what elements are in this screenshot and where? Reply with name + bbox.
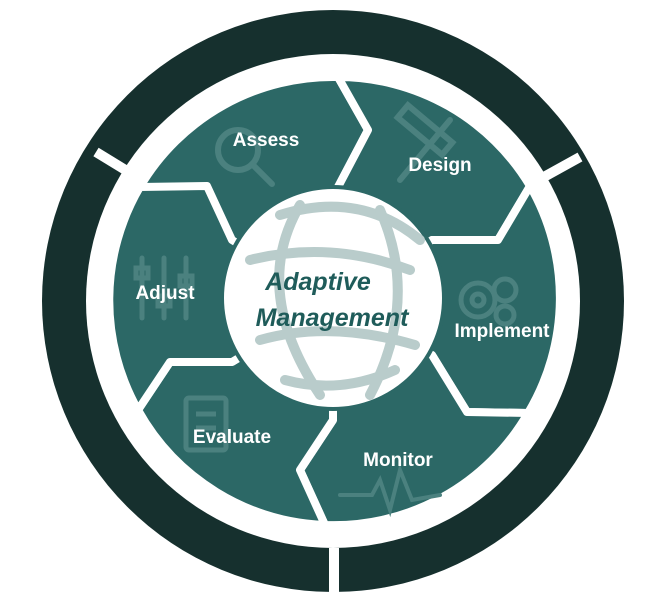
segment-label-implement: Implement — [454, 321, 550, 342]
ruler-pencil-icon — [393, 101, 457, 183]
magnifier-icon — [215, 127, 275, 187]
gears-icon — [458, 276, 519, 327]
segment-implement — [329, 182, 564, 417]
ring-divider-plan-do — [521, 152, 583, 193]
segment-label-design: Design — [408, 155, 471, 176]
center-title-line2: Management — [256, 304, 410, 332]
globe-icon — [245, 200, 425, 400]
clipboard-icon — [183, 395, 229, 453]
sliders-icon — [133, 255, 195, 321]
heartbeat-icon — [338, 463, 442, 518]
segment-label-adjust: Adjust — [135, 283, 195, 304]
segment-label-evaluate: Evaluate — [193, 427, 271, 448]
segment-label-monitor: Monitor — [363, 450, 433, 471]
segment-label-assess: Assess — [233, 130, 300, 151]
center-hub-border — [220, 185, 446, 411]
center-title-line1: Adaptive — [264, 268, 371, 296]
ring-divider-learn-plan — [93, 147, 135, 179]
